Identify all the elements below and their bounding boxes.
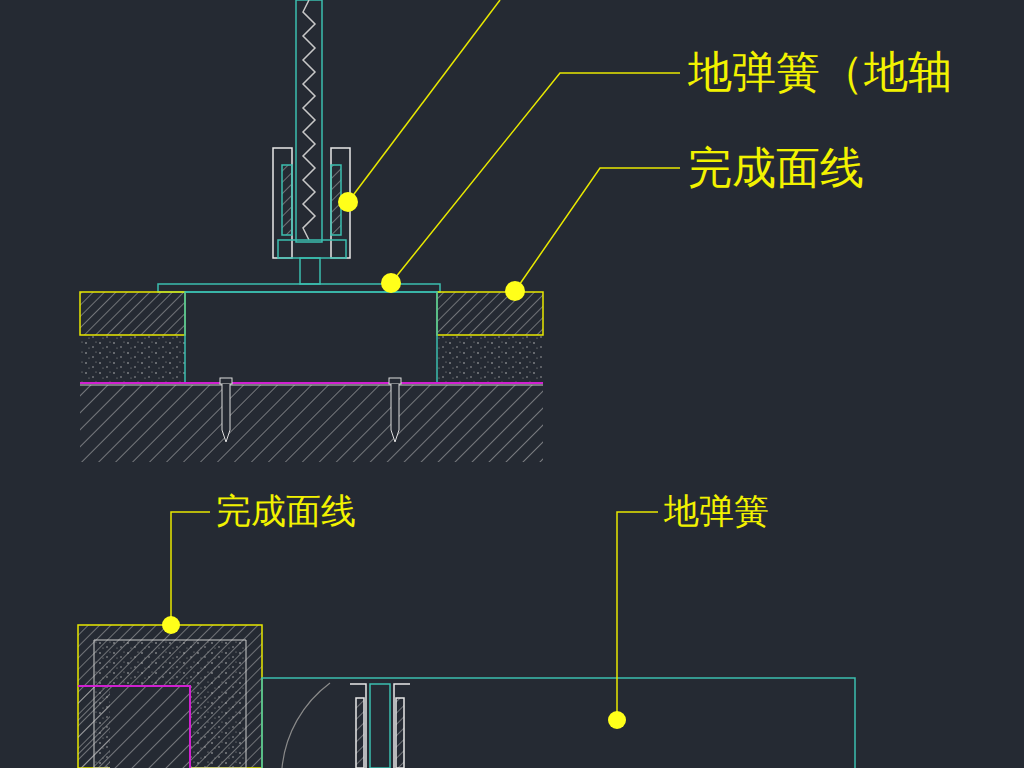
callout-label: 地弹簧（地轴 bbox=[688, 48, 952, 96]
callout-label: 完成面线 bbox=[688, 144, 864, 192]
callout-label: 完成面线 bbox=[216, 492, 356, 531]
callout-label: 地弹簧 bbox=[664, 492, 769, 531]
